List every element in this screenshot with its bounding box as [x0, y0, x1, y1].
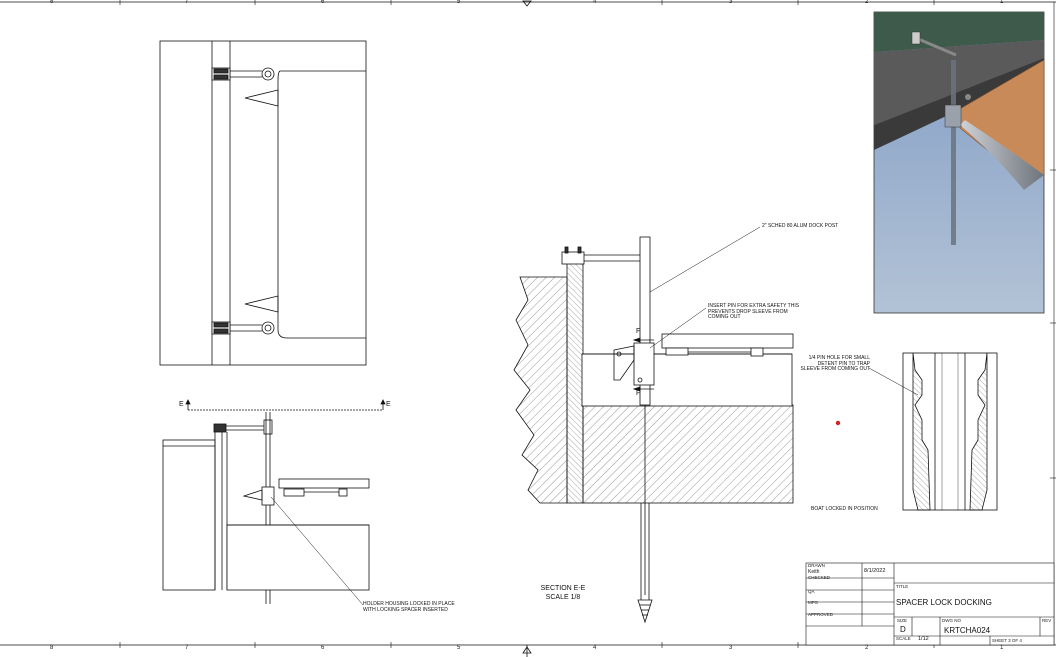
ruler-top-4: 4 — [593, 0, 597, 5]
drawn-name: Keith — [808, 569, 820, 575]
ruler-top-2: 2 — [865, 0, 869, 5]
title-block — [805, 562, 1055, 646]
ruler-top-1: 1 — [1000, 0, 1004, 5]
dock-post-note: 2" SCHED 80 ALUM DOCK POST — [762, 223, 839, 229]
dwg-no-value: KRTCHA024 — [944, 626, 991, 635]
pin-hole-note: 1/4 PIN HOLE FOR SMALL DETENT PIN TO TRA… — [800, 355, 870, 372]
ruler-bottom-8: 8 — [50, 645, 54, 651]
ruler-top-5: 5 — [457, 0, 461, 5]
section-view — [513, 226, 794, 624]
section-title: SECTION E-E — [540, 585, 586, 592]
ruler-bottom-5: 5 — [457, 645, 461, 651]
ruler-bottom-4: 4 — [593, 645, 597, 651]
size-value: D — [900, 625, 906, 634]
detail-view — [868, 352, 998, 511]
plan-view — [159, 40, 367, 366]
side-elevation — [162, 399, 386, 606]
ruler-top-7: 7 — [185, 0, 189, 5]
scale-label: SCALE — [896, 636, 911, 641]
ruler-ticks — [119, 0, 1056, 648]
render-view — [873, 11, 1045, 314]
drawn-label: DRAWN — [808, 563, 825, 568]
drawn-date: 8/1/2022 — [864, 568, 886, 574]
force-mark-lower: F — [636, 390, 641, 397]
approved-label: APPROVED — [808, 612, 834, 617]
scale-value: 1/12 — [918, 636, 929, 642]
checked-label: CHECKED — [808, 575, 831, 580]
ruler-top-3: 3 — [729, 0, 733, 5]
rev-label: REV — [1042, 618, 1052, 623]
center-mark-icon — [522, 0, 532, 657]
section-label: SECTION E-E SCALE 1/8 — [533, 584, 593, 602]
force-mark-upper: F — [636, 328, 641, 335]
section-mark-right: E — [386, 401, 391, 408]
title-label: TITLE — [896, 584, 909, 589]
qa-label: QA — [808, 589, 815, 594]
ruler-top-8: 8 — [50, 0, 54, 5]
insert-pin-note: INSERT PIN FOR EXTRA SAFETY THIS PREVENT… — [708, 303, 800, 320]
ruler-bottom-1: 1 — [1000, 645, 1004, 651]
ruler-bottom-7: 7 — [185, 645, 189, 651]
ruler-bottom-2: 2 — [865, 645, 869, 651]
holder-housing-note: HOLDER HOUSING LOCKED IN PLACE WITH LOCK… — [363, 601, 455, 613]
ruler-bottom-6: 6 — [321, 645, 325, 651]
marker-dot — [835, 420, 841, 426]
sheet-number: SHEET 3 OF 4 — [992, 638, 1022, 643]
section-mark-left: E — [179, 401, 184, 408]
drawing-title: SPACER LOCK DOCKING — [896, 598, 992, 607]
ruler-top-6: 6 — [321, 0, 325, 5]
boat-locked-note: BOAT LOCKED IN POSITION — [811, 506, 878, 512]
dwg-no-label: DWG NO — [942, 618, 961, 623]
mfg-label: MFG — [808, 600, 818, 605]
size-label: SIZE — [897, 618, 908, 623]
section-scale: SCALE 1/8 — [545, 594, 581, 601]
ruler-bottom-3: 3 — [729, 645, 733, 651]
